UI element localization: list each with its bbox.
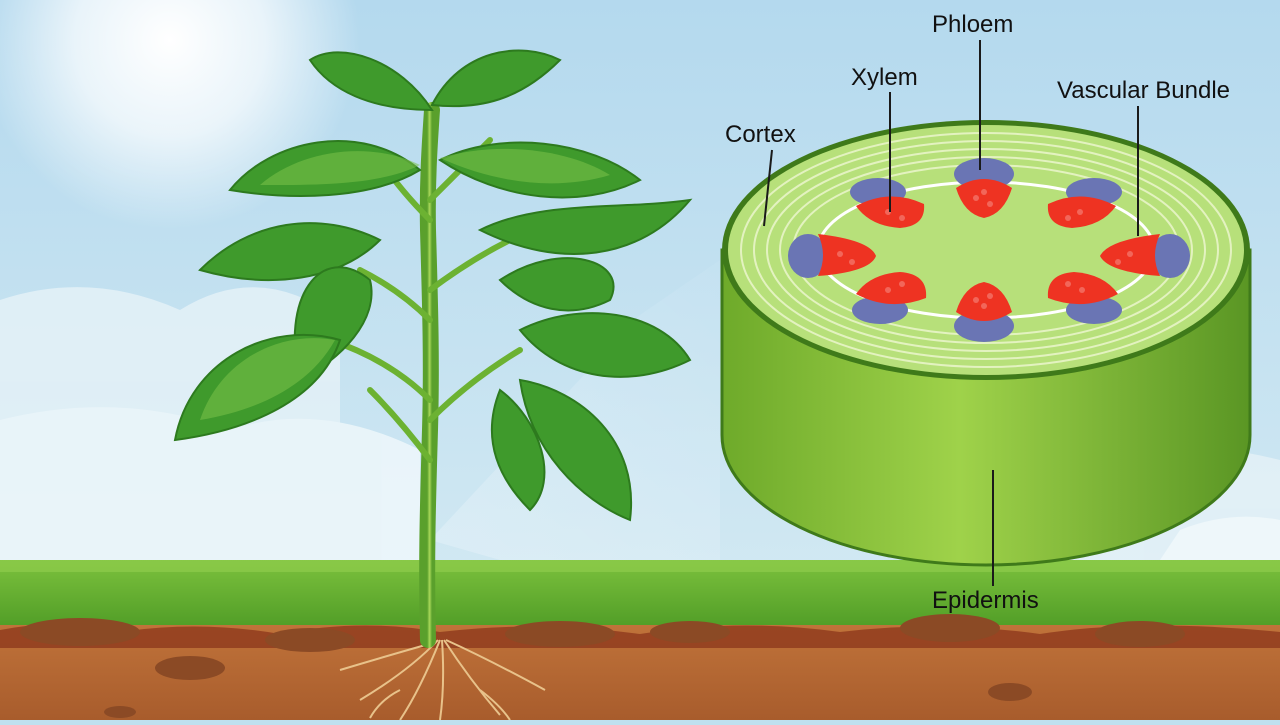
leaf-highlights: [200, 148, 610, 420]
leader-lines: [763, 40, 1139, 586]
stem-cross-section: [720, 120, 1252, 567]
label-vascular-bundle: Vascular Bundle: [1057, 77, 1230, 104]
cell-texture: [837, 189, 1133, 309]
label-cortex: Cortex: [725, 121, 796, 148]
label-phloem: Phloem: [932, 11, 1014, 38]
main-stem: [419, 102, 440, 648]
soil-rocks: [20, 614, 1185, 718]
plant: [173, 49, 693, 648]
label-epidermis: Epidermis: [932, 587, 1039, 614]
label-xylem: Xylem: [851, 64, 918, 91]
cortex-leader: [763, 149, 773, 227]
vascular-bundles: [788, 158, 1190, 342]
